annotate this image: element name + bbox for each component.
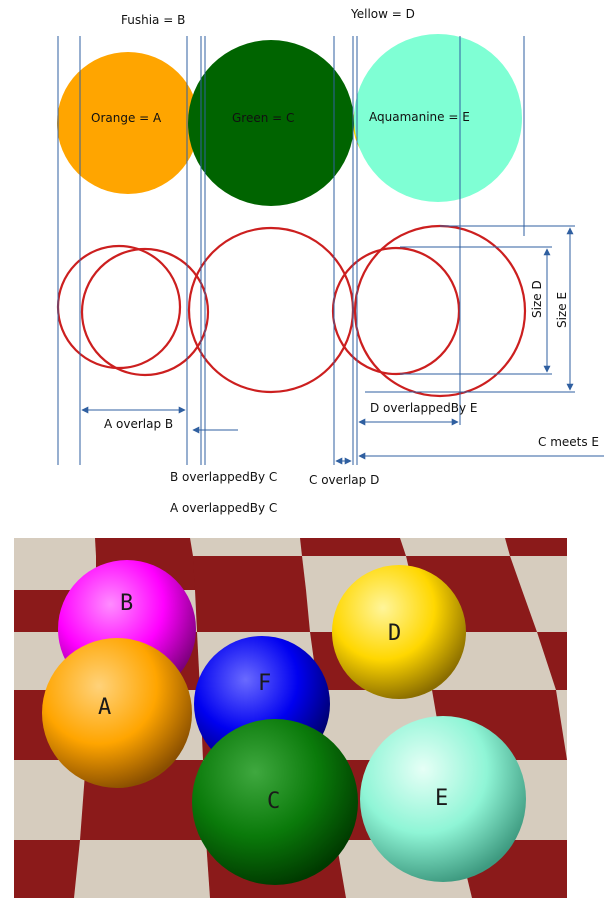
top-filled-circles <box>57 34 522 206</box>
label-size-d: Size D <box>530 280 544 318</box>
label-c-overlap-d: C overlap D <box>309 473 379 487</box>
sphere-c <box>192 719 358 885</box>
label-a-overlappedby-c: A overlappedBy C <box>170 501 277 515</box>
outline-circle-a <box>56 244 182 370</box>
size-extension-lines <box>365 225 575 393</box>
label-green-c: Green = C <box>232 111 294 125</box>
sphere-label-f: F <box>258 671 271 696</box>
sphere-label-d: D <box>388 621 401 646</box>
sphere-a <box>42 638 192 788</box>
label-orange-a: Orange = A <box>91 111 162 125</box>
sphere-label-b: B <box>120 591 133 616</box>
outline-circles <box>56 224 527 398</box>
sphere-label-c: C <box>267 789 280 814</box>
label-b-overlappedby-c: B overlappedBy C <box>170 470 277 484</box>
label-fushia-b: Fushia = B <box>121 13 185 27</box>
sphere-label-a: A <box>98 695 111 720</box>
sphere-label-e: E <box>435 786 448 811</box>
label-aquamarine-e: Aquamanine = E <box>369 110 470 124</box>
outline-circle-e <box>353 224 527 398</box>
rendered-scene: B D F A C E <box>14 538 567 898</box>
label-c-meets-e: C meets E <box>538 435 599 449</box>
sphere-labels: B D F A C E <box>98 591 448 814</box>
vertical-guides <box>57 36 525 465</box>
spheres <box>42 560 526 885</box>
label-d-overlappedby-e: D overlappedBy E <box>370 401 477 415</box>
outline-circle-d <box>331 246 461 376</box>
aquamarine-circle-e <box>354 34 522 202</box>
outline-circle-c <box>187 226 355 394</box>
label-yellow-d: Yellow = D <box>350 7 415 21</box>
outline-circle-b <box>80 247 210 377</box>
sphere-d <box>332 565 466 699</box>
sphere-e <box>360 716 526 882</box>
green-circle-c <box>188 40 354 206</box>
label-size-e: Size E <box>555 292 569 328</box>
label-a-overlap-b: A overlap B <box>104 417 173 431</box>
dimension-arrows <box>81 227 604 465</box>
orange-circle-a <box>57 52 199 194</box>
